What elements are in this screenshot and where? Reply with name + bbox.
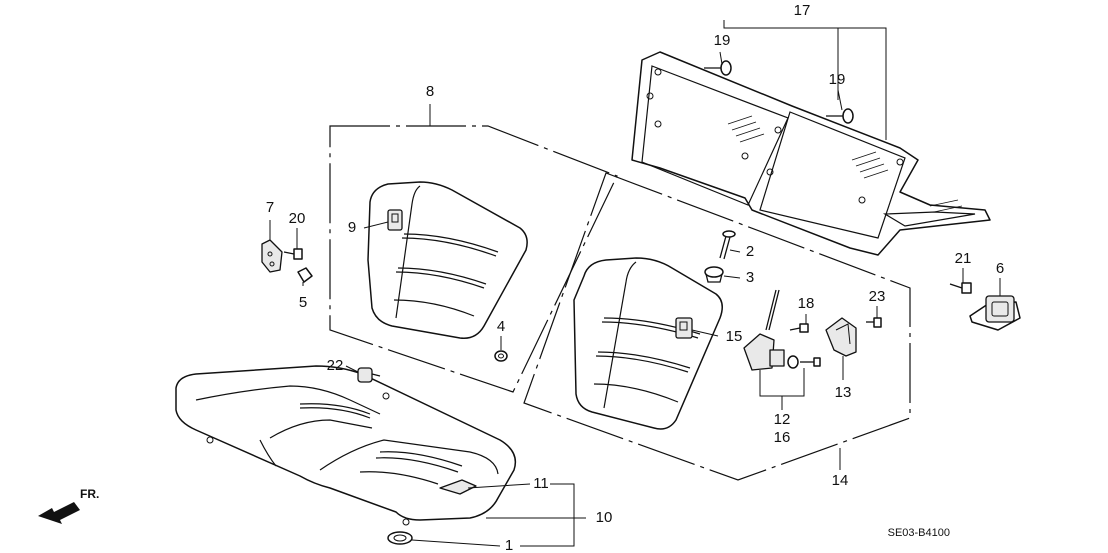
front-direction-indicator: FR.	[38, 487, 99, 524]
hook-9-part	[387, 209, 403, 231]
screw-19-upper	[704, 60, 732, 76]
bushing-4-part	[494, 350, 508, 362]
callout-2: 2	[746, 243, 754, 260]
callout-22: 22	[327, 357, 344, 374]
callout-19-lower: 19	[829, 71, 846, 88]
callout-6: 6	[996, 260, 1004, 277]
callout-23: 23	[869, 288, 886, 305]
rear-panel-part	[631, 51, 991, 256]
screw-19-lower	[826, 108, 854, 124]
clip-22-part	[357, 367, 381, 383]
callout-11: 11	[533, 475, 549, 492]
callout-9: 9	[348, 219, 356, 236]
nut-3-part	[704, 266, 724, 283]
latch-13-part	[825, 317, 857, 357]
grommet-1-part	[387, 531, 413, 545]
callout-5: 5	[299, 294, 307, 311]
callout-13: 13	[835, 384, 852, 401]
leader-lines	[269, 20, 1001, 547]
callout-1: 1	[505, 537, 513, 553]
clip-5-part	[297, 267, 313, 283]
callout-12: 12	[774, 411, 791, 428]
hinge-bracket-12-part	[743, 289, 821, 371]
callout-15: 15	[726, 328, 743, 345]
bolt-23-part	[866, 317, 882, 328]
hook-15-part	[675, 317, 693, 339]
callout-21: 21	[955, 250, 972, 267]
front-arrow-icon	[38, 502, 80, 524]
callout-10: 10	[596, 509, 613, 526]
bracket-6-part	[969, 295, 1021, 331]
callout-17: 17	[794, 2, 811, 19]
bolt-21-part	[949, 282, 972, 294]
callout-4: 4	[497, 318, 505, 335]
callout-18: 18	[798, 295, 815, 312]
cover-7-part	[261, 239, 283, 273]
hook-11-part	[439, 479, 477, 495]
diagram-code: SE03-B4100	[888, 527, 950, 539]
seat-back-left-group-outline	[329, 125, 618, 393]
bolt-2-part	[719, 230, 736, 260]
front-direction-label: FR.	[80, 487, 99, 501]
callout-8: 8	[426, 83, 434, 100]
callout-3: 3	[746, 269, 754, 286]
bolt-18-part	[789, 323, 809, 333]
seat-cushion-part	[175, 365, 517, 521]
callout-14: 14	[832, 472, 849, 489]
callout-19-upper: 19	[714, 32, 731, 49]
seat-back-right-part	[573, 257, 723, 430]
seat-back-left-part	[367, 181, 528, 339]
seat-back-right-group-outline	[523, 172, 911, 481]
callout-7: 7	[266, 199, 274, 216]
bolt-20-part	[283, 248, 303, 260]
callout-16: 16	[774, 429, 791, 446]
callout-20: 20	[289, 210, 306, 227]
